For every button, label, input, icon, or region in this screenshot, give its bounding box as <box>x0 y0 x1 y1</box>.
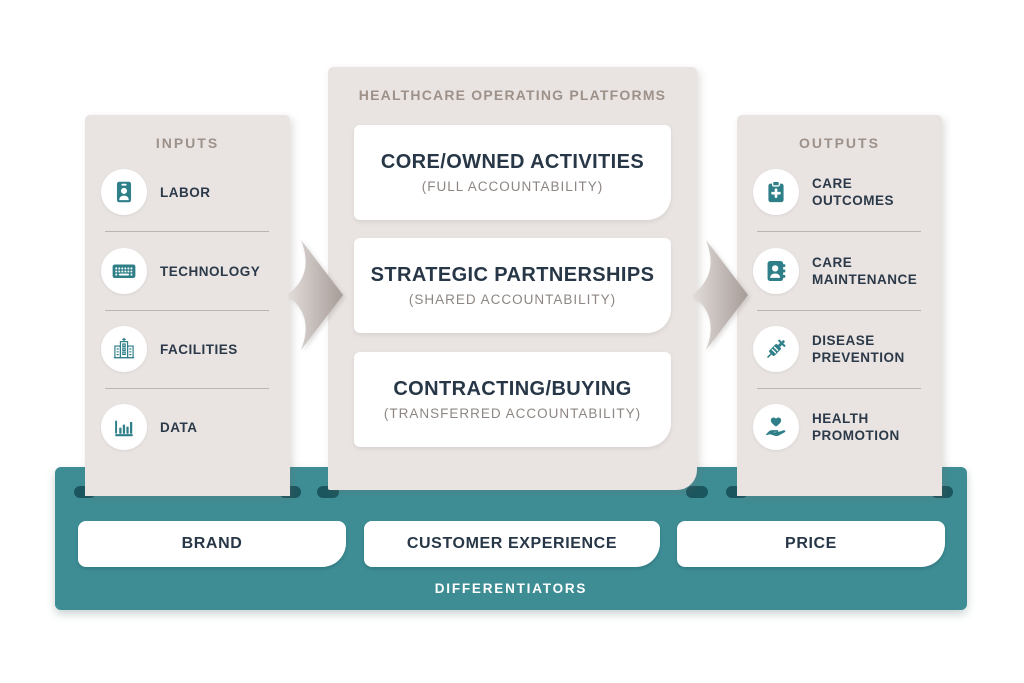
card-core-owned-activities: CORE/OWNED ACTIVITIES (FULL ACCOUNTABILI… <box>354 125 671 220</box>
id-badge-icon <box>116 181 132 203</box>
card-subtitle: (SHARED ACCOUNTABILITY) <box>408 292 617 307</box>
divider <box>757 310 921 311</box>
input-item-facilities: FACILITIES <box>101 326 282 372</box>
icon-circle <box>753 169 799 215</box>
input-item-data: DATA <box>101 404 282 450</box>
icon-circle <box>753 248 799 294</box>
outputs-panel: OUTPUTS CARE OUTCOMES <box>737 115 942 496</box>
card-title: CONTRACTING/BUYING <box>393 378 632 400</box>
syringe-icon <box>767 339 786 358</box>
differentiator-customer-experience-box: CUSTOMER EXPERIENCE <box>364 521 660 567</box>
card-strategic-partnerships: STRATEGIC PARTNERSHIPS (SHARED ACCOUNTAB… <box>354 238 671 333</box>
facilities-label: FACILITIES <box>160 341 238 357</box>
health-promotion-label: HEALTH PROMOTION <box>812 411 900 443</box>
output-item-care-maintenance: CARE MAINTENANCE <box>753 248 934 294</box>
brand-label: BRAND <box>181 535 243 552</box>
card-title: STRATEGIC PARTNERSHIPS <box>370 264 655 286</box>
output-item-disease-prevention: DISEASE PREVENTION <box>753 326 934 372</box>
icon-circle <box>753 326 799 372</box>
icon-circle <box>101 248 147 294</box>
price-label: PRICE <box>785 535 837 552</box>
card-subtitle: (TRANSFERRED ACCOUNTABILITY) <box>383 406 642 421</box>
flow-arrow-inputs-to-platforms <box>287 240 343 350</box>
bar-chart-icon <box>115 420 133 437</box>
divider <box>105 388 269 389</box>
technology-label: TECHNOLOGY <box>160 263 261 279</box>
divider <box>105 231 269 232</box>
hand-heart-icon <box>765 417 786 436</box>
input-item-technology: TECHNOLOGY <box>101 248 282 294</box>
icon-circle <box>753 404 799 450</box>
clipboard-plus-icon <box>768 180 784 203</box>
flow-arrow-platforms-to-outputs <box>692 240 748 350</box>
card-contracting-buying: CONTRACTING/BUYING (TRANSFERRED ACCOUNTA… <box>354 352 671 447</box>
card-title: CORE/OWNED ACTIVITIES <box>380 151 645 173</box>
platforms-panel: HEALTHCARE OPERATING PLATFORMS CORE/OWNE… <box>328 67 697 490</box>
disease-prevention-label: DISEASE PREVENTION <box>812 333 905 365</box>
platforms-heading: HEALTHCARE OPERATING PLATFORMS <box>358 87 667 103</box>
inputs-heading: INPUTS <box>155 135 220 151</box>
outputs-heading: OUTPUTS <box>799 135 880 151</box>
card-subtitle: (FULL ACCOUNTABILITY) <box>421 179 604 194</box>
icon-circle <box>101 169 147 215</box>
data-label: DATA <box>160 419 198 435</box>
divider <box>757 231 921 232</box>
care-maintenance-label: CARE MAINTENANCE <box>812 255 918 287</box>
inputs-panel: INPUTS LABOR <box>85 115 290 496</box>
labor-label: LABOR <box>160 184 211 200</box>
hospital-icon <box>113 337 135 359</box>
customer-experience-label: CUSTOMER EXPERIENCE <box>406 535 618 552</box>
output-item-health-promotion: HEALTH PROMOTION <box>753 404 934 450</box>
differentiators-heading: DIFFERENTIATORS <box>434 581 588 596</box>
differentiator-price-box: PRICE <box>677 521 945 567</box>
slot-shadow <box>686 486 708 498</box>
divider <box>105 310 269 311</box>
care-outcomes-label: CARE OUTCOMES <box>812 176 895 208</box>
input-item-labor: LABOR <box>101 169 282 215</box>
output-item-care-outcomes: CARE OUTCOMES <box>753 169 934 215</box>
icon-circle <box>101 326 147 372</box>
icon-circle <box>101 404 147 450</box>
contact-book-icon <box>767 261 786 281</box>
keyboard-icon <box>112 264 136 279</box>
differentiator-brand-box: BRAND <box>78 521 346 567</box>
divider <box>757 388 921 389</box>
